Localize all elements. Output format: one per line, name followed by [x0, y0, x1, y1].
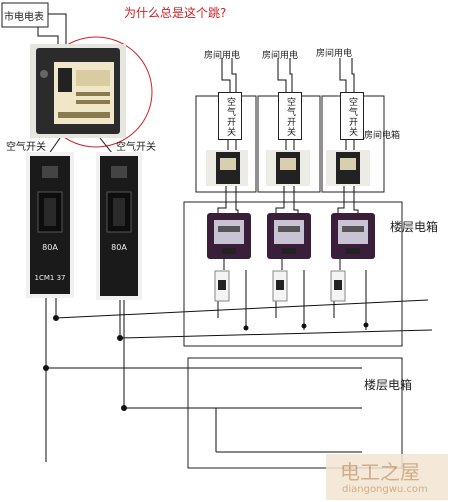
- floor-box-label-1: 楼层电箱: [390, 220, 439, 234]
- floor-box-label-2: 楼层电箱: [364, 378, 413, 392]
- meter-feed-wire: [48, 13, 67, 44]
- main-breaker-2: 80A: [96, 152, 142, 300]
- small-breaker-2: [272, 270, 288, 302]
- watermark-title: 电工之屋: [340, 460, 420, 484]
- room-breaker-3: [326, 150, 370, 186]
- svg-text:80A: 80A: [42, 243, 58, 252]
- room-power-label-3: 房间用电: [316, 49, 353, 59]
- main-breaker-1: 80A 1CM1 37: [26, 152, 74, 298]
- room-box-label: 房间电箱: [364, 131, 401, 141]
- room-air-switch-1: 空气开关: [218, 92, 242, 140]
- room-breaker-2: [266, 150, 310, 186]
- question-annotation: 为什么总是这个跳?: [124, 6, 227, 20]
- floor-box-frame-2: [187, 357, 403, 469]
- energy-meter-2: [266, 212, 312, 260]
- svg-text:1CM1 37: 1CM1 37: [35, 274, 66, 282]
- protector-device: [30, 44, 126, 138]
- room-air-switch-2: 空气开关: [278, 92, 302, 140]
- svg-text:80A: 80A: [111, 243, 127, 252]
- air-switch-label-1: 空气开关: [6, 142, 46, 153]
- room-power-label-2: 房间用电: [262, 51, 299, 61]
- floor-box-frame-1: [183, 201, 403, 347]
- air-switch-label-2: 空气开关: [116, 142, 156, 153]
- meter-box: [1, 2, 49, 28]
- meter-feed-wire-2: [37, 27, 59, 44]
- meter-label: 市电电表: [4, 12, 44, 23]
- room-power-label-1: 房间用电: [204, 51, 241, 61]
- energy-meter-3: [330, 212, 376, 260]
- watermark: 电工之屋 diangongwu.com: [326, 454, 448, 500]
- room-air-switch-3: 空气开关: [340, 92, 364, 140]
- watermark-url: diangongwu.com: [342, 484, 428, 495]
- energy-meter-1: [206, 212, 252, 260]
- room-breaker-1: [206, 150, 248, 186]
- small-breaker-1: [214, 270, 230, 302]
- small-breaker-3: [330, 270, 346, 302]
